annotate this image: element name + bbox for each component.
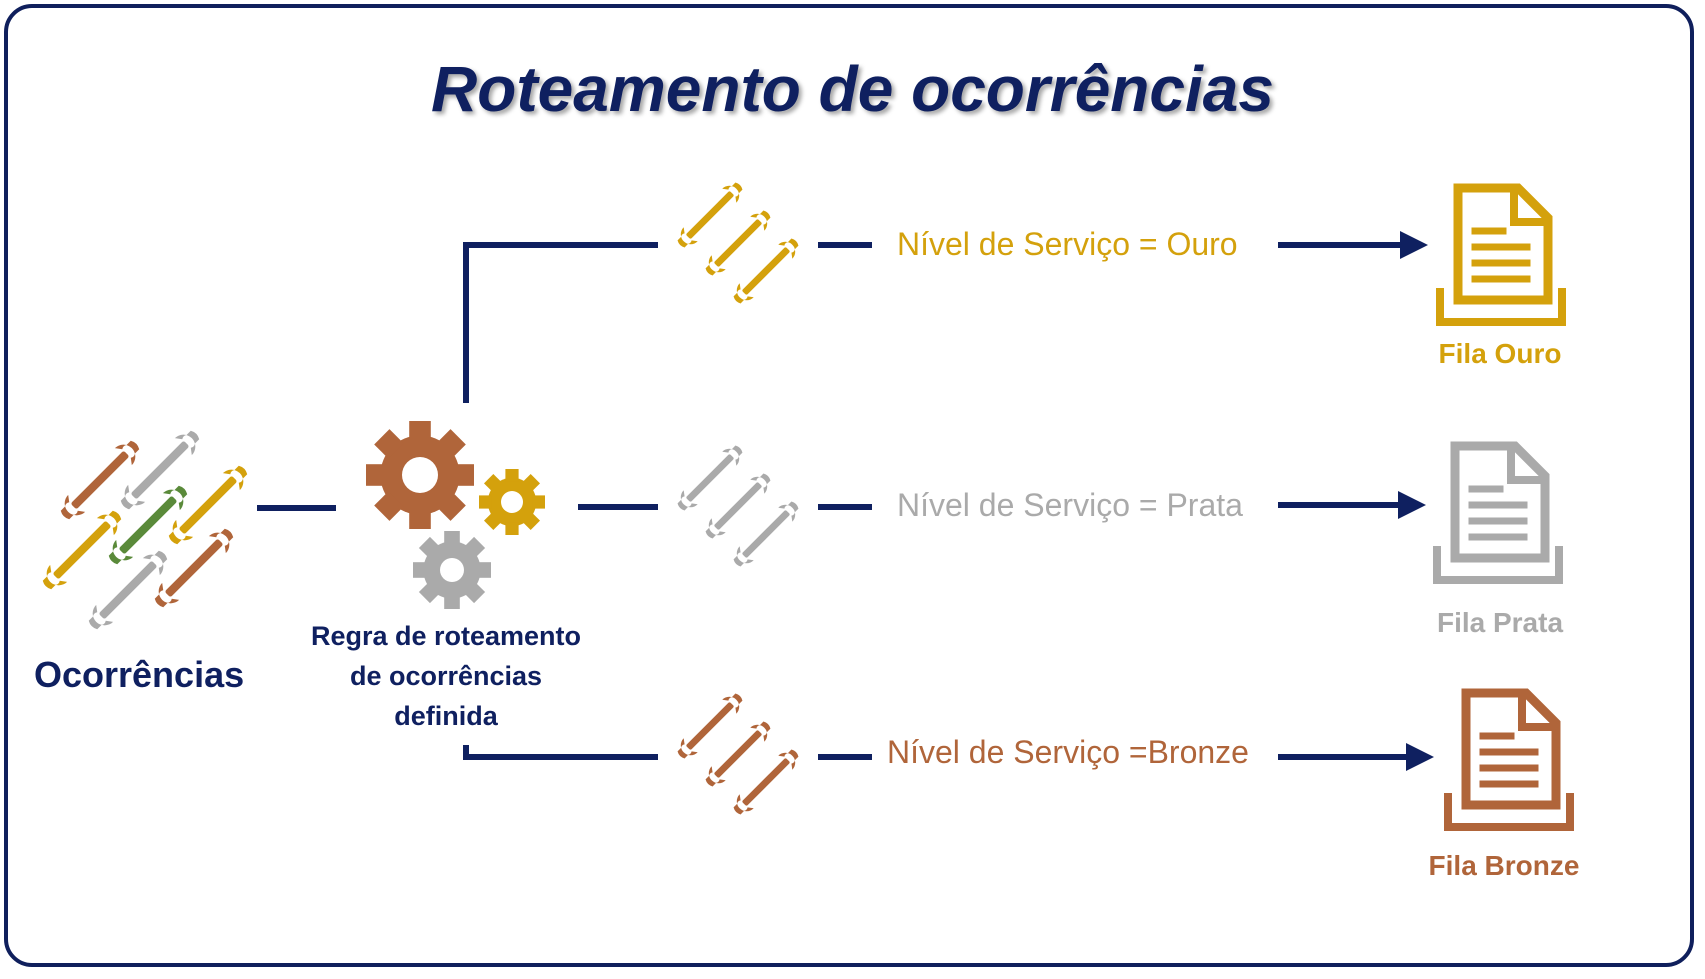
gold-service-level-label: Nível de Serviço = Ouro [897, 226, 1238, 262]
arrowheads [1398, 231, 1434, 771]
silver-queue-label: Fila Prata [1436, 607, 1564, 638]
bronze-queue-document-icon [1448, 693, 1570, 827]
silver-wrenches-icon [673, 441, 803, 571]
bronze-wrenches-icon [673, 689, 803, 819]
gold-queue-document-icon [1440, 188, 1562, 322]
routing-rule-line: de ocorrências [349, 661, 543, 691]
bronze-service-level-label: Nível de Serviço =Bronze [887, 734, 1249, 770]
gold-queue-label: Fila Ouro [1438, 338, 1562, 369]
routing-rule-line: definida [394, 701, 498, 731]
bronze-queue-label: Fila Bronze [1428, 850, 1580, 881]
connector-lines [257, 242, 1410, 760]
routing-rule-label: Regra de roteamento de ocorrências defin… [286, 616, 606, 736]
gold-wrenches-icon [673, 178, 803, 308]
routing-rule-gears-icon [366, 421, 545, 609]
occurrences-label: Ocorrências [34, 654, 245, 695]
diagram-frame [4, 4, 1694, 967]
occurrences-wrench-cluster-icon [37, 425, 253, 635]
silver-service-level-label: Nível de Serviço = Prata [897, 487, 1243, 523]
silver-queue-document-icon [1437, 446, 1559, 580]
arrow-right-icon [1400, 231, 1428, 259]
diagram-title: Roteamento de ocorrências [431, 53, 1274, 125]
routing-rule-line: Regra de roteamento [310, 621, 582, 651]
arrow-right-icon [1406, 743, 1434, 771]
arrow-right-icon [1398, 491, 1426, 519]
